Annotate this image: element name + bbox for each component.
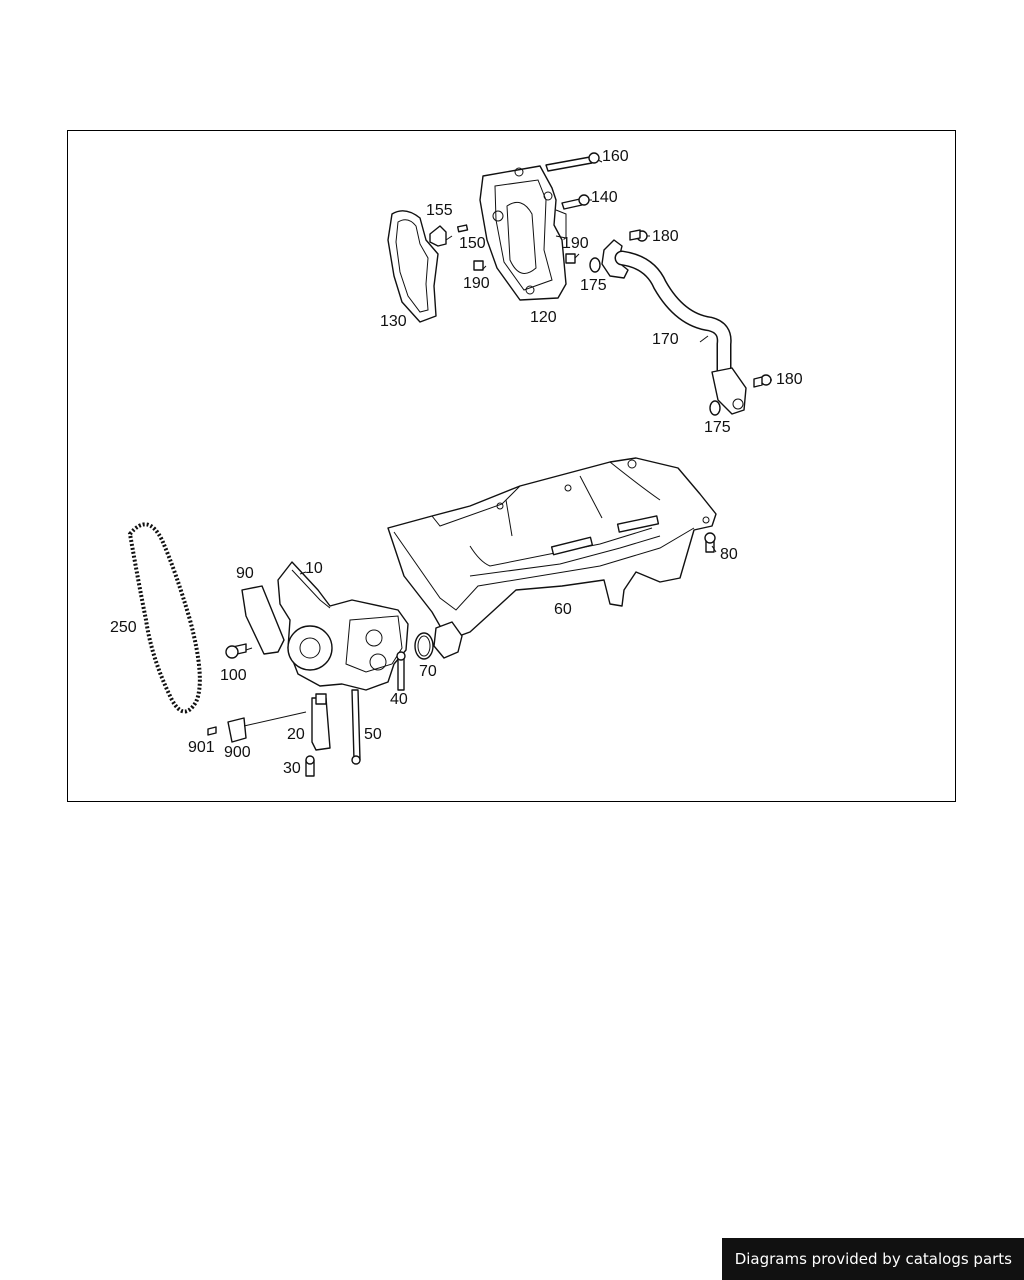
- callout-30: 30: [283, 760, 301, 777]
- callout-70: 70: [419, 663, 437, 680]
- pipe-170-drawing: [601, 229, 772, 416]
- callout-250: 250: [110, 619, 137, 636]
- callout-80: 80: [720, 546, 738, 563]
- gasket-130-drawing: [387, 210, 439, 323]
- callout-150: 150: [459, 235, 486, 252]
- callout-10: 10: [305, 560, 323, 577]
- footer-credit-text: Diagrams provided by catalogs parts: [734, 1250, 1012, 1268]
- callout-190b: 190: [463, 275, 490, 292]
- callout-120: 120: [530, 309, 557, 326]
- callout-901: 901: [188, 739, 215, 756]
- housing-120-drawing: [479, 165, 567, 301]
- callout-175b: 175: [704, 419, 731, 436]
- callout-170: 170: [652, 331, 679, 348]
- leader-lines: [245, 159, 772, 651]
- callout-labels: 160 140 155 150 190 180 190 175 130 120 …: [110, 148, 803, 777]
- callout-180b: 180: [776, 371, 803, 388]
- callout-60: 60: [554, 601, 572, 618]
- oil-pump-10-drawing: [207, 561, 409, 777]
- callout-155: 155: [426, 202, 453, 219]
- callout-175a: 175: [580, 277, 607, 294]
- callout-190a: 190: [562, 235, 589, 252]
- footer-credit-banner: Diagrams provided by catalogs parts: [721, 1238, 1024, 1280]
- oil-pan-60-drawing: [387, 457, 717, 660]
- callout-160: 160: [602, 148, 629, 165]
- callout-900: 900: [224, 744, 251, 761]
- callout-100: 100: [220, 667, 247, 684]
- callout-50: 50: [364, 726, 382, 743]
- timing-chain-250-drawing: [127, 522, 202, 714]
- callout-180a: 180: [652, 228, 679, 245]
- callout-40: 40: [390, 691, 408, 708]
- callout-20: 20: [287, 726, 305, 743]
- callout-140: 140: [591, 189, 618, 206]
- small-parts-upper: [429, 152, 601, 273]
- callout-90: 90: [236, 565, 254, 582]
- callout-130: 130: [380, 313, 407, 330]
